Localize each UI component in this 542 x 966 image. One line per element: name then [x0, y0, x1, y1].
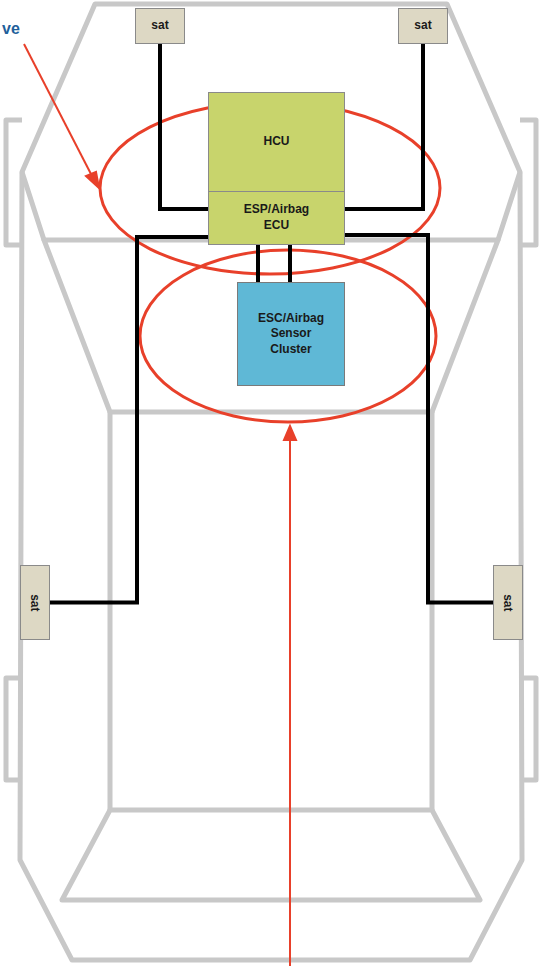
node-label: sat: [151, 18, 168, 34]
sensor-cluster-box: ESC/Airbag Sensor Cluster: [237, 282, 345, 386]
wire: [345, 235, 493, 603]
satellite-sensor: sat: [493, 565, 523, 640]
wire: [345, 44, 423, 209]
satellite-sensor: sat: [20, 565, 50, 640]
car-body: [6, 4, 536, 960]
ecu-box: ESP/Airbag ECU: [208, 191, 345, 245]
wire: [258, 245, 259, 282]
wire-line: [345, 235, 493, 603]
node-label: sat: [27, 594, 43, 611]
node-label: ESP/Airbag ECU: [235, 202, 319, 233]
callout-text: ve: [2, 20, 20, 38]
hcu-box: HCU: [208, 92, 345, 192]
satellite-sensor: sat: [135, 8, 185, 44]
wire: [50, 237, 208, 603]
node-label: HCU: [264, 134, 290, 150]
wire-line: [256, 245, 260, 282]
node-label: sat: [414, 18, 431, 34]
wire-line: [50, 237, 208, 603]
satellite-sensor: sat: [398, 8, 448, 44]
node-label: ESC/Airbag Sensor Cluster: [251, 311, 331, 358]
wire-line: [288, 245, 292, 282]
wire: [290, 245, 291, 282]
wire-line: [345, 44, 423, 209]
node-label: sat: [500, 594, 516, 611]
wire-line: [160, 44, 208, 209]
wire: [160, 44, 208, 209]
